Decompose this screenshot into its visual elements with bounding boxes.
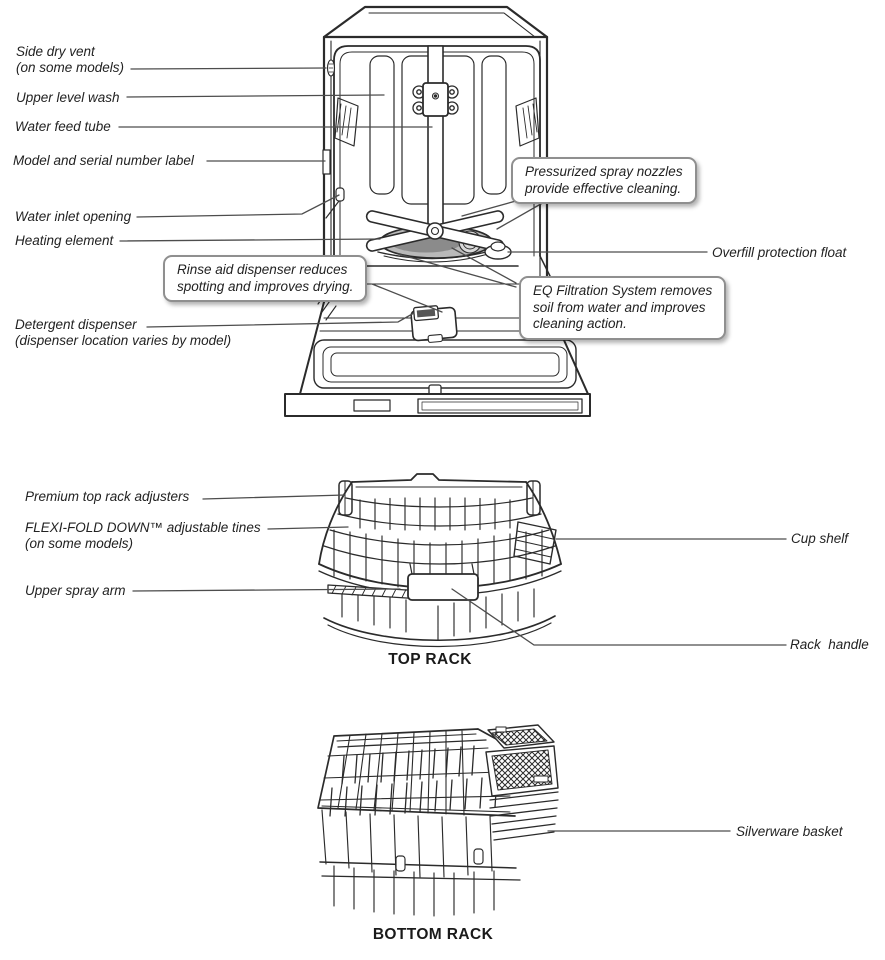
cup-shelf-graphic xyxy=(513,521,557,565)
label-upper-spray-arm: Upper spray arm xyxy=(25,583,126,598)
silverware-basket-graphic xyxy=(485,724,559,841)
label-premium-adjusters: Premium top rack adjusters xyxy=(25,489,190,504)
rack-handle-graphic xyxy=(407,563,479,601)
label-overfill-float: Overfill protection float xyxy=(712,245,847,260)
label-water-inlet: Water inlet opening xyxy=(15,209,132,224)
top-rack-diagram xyxy=(318,473,562,648)
detergent-dispenser-graphic xyxy=(410,305,458,343)
label-flexi-fold: FLEXI-FOLD DOWN™ adjustable tines (on so… xyxy=(25,520,261,551)
label-heating-element: Heating element xyxy=(15,233,114,248)
callout-eq-filtration-text: EQ Filtration System removes soil from w… xyxy=(533,283,713,331)
callout-pressurized-nozzles: Pressurized spray nozzles provide effect… xyxy=(511,157,697,204)
model-serial-label-plate xyxy=(322,149,331,175)
label-cup-shelf: Cup shelf xyxy=(791,531,849,546)
bottom-rack-tines xyxy=(329,745,498,817)
label-silverware-basket: Silverware basket xyxy=(736,824,843,839)
door-bottom-edge xyxy=(284,384,591,417)
dishwasher-interior-diagram xyxy=(284,5,591,417)
callout-rinse-aid-text: Rinse aid dispenser reduces spotting and… xyxy=(177,262,354,294)
upper-level-wash-assembly xyxy=(412,82,459,117)
water-inlet xyxy=(325,187,345,219)
label-detergent-dispenser: Detergent dispenser (dispenser location … xyxy=(15,317,232,348)
label-water-feed-tube: Water feed tube xyxy=(15,119,111,134)
top-rack-wires xyxy=(323,497,556,565)
bottom-rack-title: BOTTOM RACK xyxy=(372,926,494,943)
callout-pressurized-text: Pressurized spray nozzles provide effect… xyxy=(525,164,683,196)
bottom-rack-front xyxy=(319,809,521,917)
water-feed-tube-graphic xyxy=(427,45,444,239)
lower-spray-arm xyxy=(365,210,505,252)
top-rack-title: TOP RACK xyxy=(388,651,472,668)
label-side-dry-vent: Side dry vent (on some models) xyxy=(16,44,125,75)
bottom-rack-diagram xyxy=(317,724,559,917)
side-dry-vent xyxy=(326,59,336,77)
callout-eq-filtration: EQ Filtration System removes soil from w… xyxy=(519,276,727,340)
label-model-serial: Model and serial number label xyxy=(13,153,194,168)
bottom-rack-rim xyxy=(317,728,516,817)
callout-rinse-aid: Rinse aid dispenser reduces spotting and… xyxy=(163,255,368,302)
cabinet-top xyxy=(322,5,549,39)
label-upper-level-wash: Upper level wash xyxy=(16,90,120,105)
label-rack-handle: Rack handle xyxy=(790,637,869,652)
top-rack-base xyxy=(323,615,556,648)
